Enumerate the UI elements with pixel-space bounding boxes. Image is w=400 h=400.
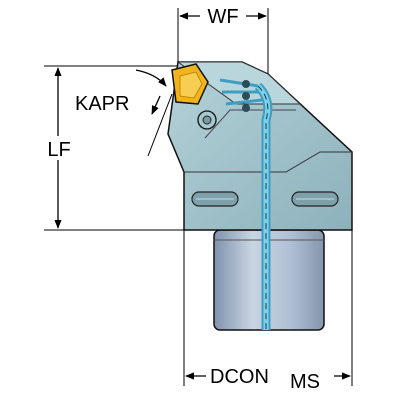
holder-body [167,61,353,231]
wf-dimension: WF [177,4,269,74]
coolant-channel [219,78,273,330]
wf-label: WF [207,6,238,28]
lf-label: LF [47,139,70,161]
kapr-dimension: KAPR [75,69,173,157]
dcon-subscript: MS [290,371,320,393]
cutting-insert [171,63,209,105]
lf-dimension: LF [42,65,184,231]
coolant-nozzle-1 [242,80,250,88]
kapr-label: KAPR [75,93,129,115]
coolant-nozzle-2 [242,92,250,100]
coolant-nozzle-3 [242,104,250,112]
dcon-label: DCON [210,366,269,388]
dcon-dimension: DCON MS [183,230,353,393]
